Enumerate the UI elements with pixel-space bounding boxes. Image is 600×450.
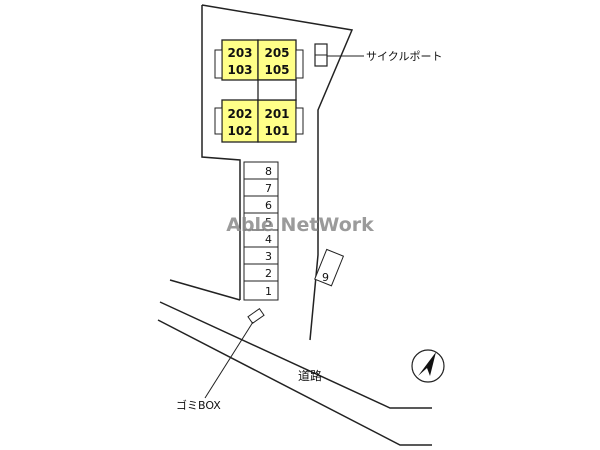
unit-upper-label: 202 [227,107,252,121]
parking-slot [243,280,279,301]
parking-slot [243,246,279,265]
parking-slot [243,263,279,282]
parking-slot-number: 2 [265,267,272,280]
balcony [214,49,223,79]
parking-slot [243,161,279,180]
parking-slot-number: 4 [265,233,272,246]
building: 203 103 205 105 202 102 201 101 [214,39,304,143]
parking-slot-number: 9 [322,271,329,284]
unit-lower-label: 103 [227,63,252,77]
cycle-port-label: サイクルポート [366,50,442,63]
unit-lower-label: 105 [264,63,289,77]
parking-slot-number: 3 [265,250,272,263]
unit-201-101 [257,99,297,143]
parking-slot [243,178,279,197]
balcony [214,107,223,135]
parking-slot-number: 7 [265,182,272,195]
garbage-box-label: ゴミBOX [176,398,221,412]
unit-upper-label: 203 [227,46,252,60]
unit-203-103 [221,39,259,81]
unit-upper-label: 201 [264,107,289,121]
balcony [295,49,304,79]
parking-slot-number: 6 [265,199,272,212]
garbage-box-shape [247,308,265,324]
unit-upper-label: 205 [264,46,289,60]
garbage-box-leader [204,321,254,399]
unit-205-105 [257,39,297,81]
garbage-box [247,308,265,324]
north-arrow-icon [411,349,445,383]
parking-slot [243,195,279,214]
parking-slot-number: 1 [265,285,272,298]
watermark: Able NetWork [226,214,374,236]
road-edge-lower [157,319,432,446]
road-edge-upper [159,301,432,409]
parking-slot-number: 8 [265,165,272,178]
parking-slot-number: 5 [265,216,272,229]
parking-slot [314,248,345,287]
parking-slot-9 [314,248,345,287]
unit-202-102 [221,99,259,143]
unit-lower-label: 102 [227,124,252,138]
parking-area: 8 7 6 5 4 3 2 1 [243,161,279,301]
building-connector [257,79,297,101]
lot-edge-left [169,279,241,301]
unit-lower-label: 101 [264,124,289,138]
road-label: 道路 [298,368,322,383]
balcony [295,107,304,135]
property-boundary [201,4,354,341]
